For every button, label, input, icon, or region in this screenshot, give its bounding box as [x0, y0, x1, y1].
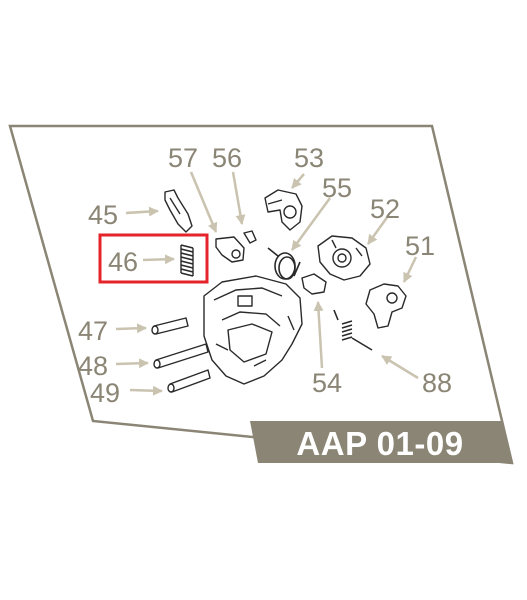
label-49: 49	[90, 378, 120, 408]
part-45-lever	[164, 189, 193, 233]
label-53: 53	[294, 143, 324, 173]
label-45: 45	[88, 200, 118, 230]
part-57-block	[215, 236, 245, 263]
part-code: AAP 01-09	[296, 425, 463, 462]
part-54-disconnector	[301, 273, 327, 295]
label-51: 51	[405, 231, 435, 261]
part-48-pin	[153, 343, 209, 369]
label-57: 57	[168, 143, 198, 173]
part-49-pin	[167, 369, 211, 393]
label-55: 55	[322, 173, 352, 203]
code-banner: AAP 01-09	[250, 421, 512, 463]
label-56: 56	[212, 143, 242, 173]
part-housing	[203, 275, 303, 385]
part-52-hammer	[317, 235, 371, 281]
label-48: 48	[78, 351, 108, 381]
part-53-sear	[264, 189, 303, 231]
highlight-box	[98, 233, 209, 284]
label-52: 52	[370, 194, 400, 224]
part-55-spring	[267, 247, 301, 280]
label-54: 54	[312, 368, 342, 398]
label-88: 88	[422, 368, 452, 398]
callout-labels: 45 46 47 48 49 57 56 53 55 52 51 54 88	[78, 143, 452, 408]
callout-arrows	[115, 171, 419, 396]
part-46-spring	[180, 244, 194, 277]
label-47: 47	[78, 316, 108, 346]
label-46: 46	[108, 247, 138, 277]
part-56-pin	[243, 230, 257, 244]
part-51-lever	[365, 283, 407, 329]
part-47-pin	[151, 317, 189, 335]
part-88-spring	[333, 309, 373, 351]
